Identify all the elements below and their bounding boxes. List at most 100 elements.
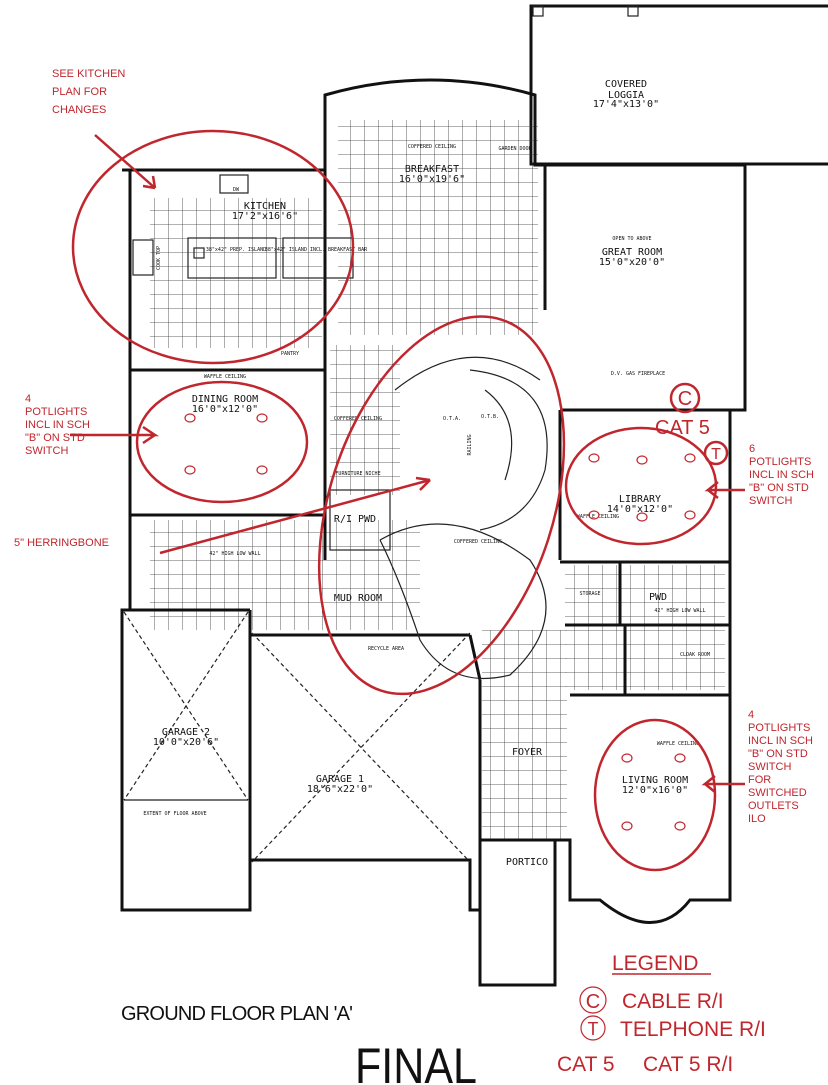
- svg-text:DW: DW: [233, 187, 240, 193]
- svg-text:R/I PWD: R/I PWD: [334, 514, 376, 525]
- svg-text:SWITCH: SWITCH: [748, 761, 791, 773]
- living-potlight-circle: [593, 718, 717, 872]
- cable-symbol: [669, 382, 701, 414]
- legend-cable-label: CABLE R/I: [622, 990, 724, 1013]
- svg-text:"B" ON STD: "B" ON STD: [25, 432, 85, 444]
- svg-text:POTLIGHTS: POTLIGHTS: [25, 406, 87, 418]
- herringbone-note: 5" HERRINGBONE: [14, 537, 109, 549]
- svg-text:17'4"x13'0": 17'4"x13'0": [593, 99, 659, 110]
- hatched-area: [317, 315, 566, 696]
- svg-text:COVERED: COVERED: [605, 79, 647, 90]
- mud-room-label: MUD ROOM: [334, 593, 382, 604]
- svg-text:FOR: FOR: [748, 774, 771, 786]
- portico-label: PORTICO: [506, 857, 548, 868]
- svg-text:RAILING: RAILING: [467, 434, 473, 455]
- svg-text:SWITCH: SWITCH: [749, 495, 792, 507]
- library-note: 6 POTLIGHTS INCL IN SCH "B" ON STD SWITC…: [749, 443, 814, 507]
- garage1-label: GARAGE 1: [316, 774, 364, 785]
- library-label: LIBRARY: [619, 494, 661, 505]
- breakfast-label: BREAKFAST: [405, 164, 459, 175]
- svg-text:LOGGIA: LOGGIA: [608, 90, 644, 101]
- svg-text:WAFFLE CEILING: WAFFLE CEILING: [657, 741, 699, 747]
- svg-text:INCL IN SCH: INCL IN SCH: [25, 419, 90, 431]
- svg-text:6: 6: [749, 443, 755, 455]
- cat5-label: CAT 5: [655, 417, 710, 439]
- svg-text:O.T.A.: O.T.A.: [443, 416, 461, 422]
- svg-text:12'0"x16'0": 12'0"x16'0": [622, 785, 688, 796]
- svg-text:CHANGES: CHANGES: [52, 104, 106, 116]
- dining-potlights: [184, 413, 268, 475]
- svg-text:T: T: [711, 446, 721, 463]
- svg-text:38"x42" PREP. ISLAND: 38"x42" PREP. ISLAND: [206, 247, 266, 253]
- living-note: 4 POTLIGHTS INCL IN SCH "B" ON STD SWITC…: [748, 709, 813, 825]
- dining-arrow: [70, 425, 160, 445]
- svg-text:PLAN FOR: PLAN FOR: [52, 86, 107, 98]
- library-arrow: [704, 481, 745, 499]
- svg-text:"B" ON STD: "B" ON STD: [749, 482, 809, 494]
- kitchen-arrow: [94, 134, 157, 190]
- kitchen-note: SEE KITCHEN PLAN FOR CHANGES: [52, 68, 125, 116]
- svg-text:ILO: ILO: [748, 813, 766, 825]
- svg-text:15'0"x20'0": 15'0"x20'0": [599, 257, 665, 268]
- svg-text:17'2"x16'6": 17'2"x16'6": [232, 211, 298, 222]
- red-markups: C T CAT 5: [70, 129, 745, 872]
- great-room-label: GREAT ROOM: [602, 247, 662, 258]
- library-potlights: [588, 453, 696, 522]
- library-potlight-circle: [564, 426, 718, 546]
- exterior-wall: [120, 78, 747, 987]
- svg-text:"B" ON STD: "B" ON STD: [748, 748, 808, 760]
- svg-text:16'0"x19'6": 16'0"x19'6": [399, 174, 465, 185]
- legend-cable-symbol: C: [586, 991, 600, 1013]
- svg-text:SWITCHED: SWITCHED: [748, 787, 807, 799]
- tile-floors: [150, 120, 725, 840]
- staircase: [379, 356, 548, 679]
- living-arrow: [701, 775, 745, 793]
- kitchen-fixtures: 38"x42" PREP. ISLAND 38"x42" ISLAND INCL…: [132, 174, 368, 357]
- svg-text:D.V. GAS FIREPLACE: D.V. GAS FIREPLACE: [611, 371, 665, 377]
- svg-text:SEE KITCHEN: SEE KITCHEN: [52, 68, 125, 80]
- svg-text:42" HIGH LOW WALL: 42" HIGH LOW WALL: [654, 608, 705, 614]
- svg-text:FURNITURE NICHE: FURNITURE NICHE: [335, 471, 380, 477]
- kitchen-circle: [71, 129, 355, 365]
- svg-text:OUTLETS: OUTLETS: [748, 800, 799, 812]
- svg-text:OPEN TO ABOVE: OPEN TO ABOVE: [612, 236, 651, 242]
- living-potlights: [621, 753, 686, 831]
- final-stamp: FINAL: [355, 1038, 477, 1085]
- legend: LEGEND C CABLE R/I T TELPHONE R/I CAT 5 …: [557, 952, 766, 1076]
- svg-text:COFFERED CEILING: COFFERED CEILING: [454, 539, 502, 545]
- svg-text:INCL IN SCH: INCL IN SCH: [749, 469, 814, 481]
- svg-text:WAFFLE CEILING: WAFFLE CEILING: [204, 374, 246, 380]
- svg-text:POTLIGHTS: POTLIGHTS: [749, 456, 811, 468]
- svg-text:16'0"x12'0": 16'0"x12'0": [192, 404, 258, 415]
- garage2-label: GARAGE 2: [162, 727, 210, 738]
- dining-label: DINING ROOM: [192, 394, 258, 405]
- svg-text:PANTRY: PANTRY: [281, 351, 299, 357]
- legend-telephone-label: TELPHONE R/I: [620, 1018, 766, 1041]
- herringbone-arrow: [159, 476, 431, 555]
- svg-text:42" HIGH LOW WALL: 42" HIGH LOW WALL: [209, 551, 260, 557]
- svg-text:C: C: [678, 388, 692, 410]
- svg-text:4: 4: [25, 393, 31, 405]
- legend-cat5-symbol: CAT 5: [557, 1053, 615, 1076]
- svg-text:STORAGE: STORAGE: [579, 591, 600, 597]
- dining-potlight-circle: [135, 380, 309, 504]
- legend-cat5-label: CAT 5 R/I: [643, 1053, 733, 1076]
- svg-text:POTLIGHTS: POTLIGHTS: [748, 722, 810, 734]
- dining-note: 4 POTLIGHTS INCL IN SCH "B" ON STD SWITC…: [25, 393, 90, 457]
- svg-text:EXTENT OF FLOOR ABOVE: EXTENT OF FLOOR ABOVE: [143, 811, 206, 817]
- svg-text:RECYCLE AREA: RECYCLE AREA: [368, 646, 404, 652]
- svg-text:10'0"x20'6": 10'0"x20'6": [153, 737, 219, 748]
- svg-text:COOK TOP: COOK TOP: [156, 246, 162, 270]
- svg-text:38"x42" ISLAND INCL. BREAKFAST: 38"x42" ISLAND INCL. BREAKFAST BAR: [265, 247, 368, 253]
- svg-text:SWITCH: SWITCH: [25, 445, 68, 457]
- svg-text:14'0"x12'0": 14'0"x12'0": [607, 504, 673, 515]
- svg-text:GARDEN DOOR: GARDEN DOOR: [498, 146, 532, 152]
- svg-text:COFFERED CEILING: COFFERED CEILING: [408, 144, 456, 150]
- plan-title: GROUND FLOOR PLAN 'A': [121, 1003, 353, 1025]
- svg-text:18'6"x22'0": 18'6"x22'0": [307, 784, 373, 795]
- kitchen-label: KITCHEN: [244, 201, 286, 212]
- svg-text:O.T.B.: O.T.B.: [481, 414, 499, 420]
- covered-loggia: COVERED LOGGIA 17'4"x13'0": [529, 4, 828, 166]
- legend-title: LEGEND: [612, 952, 698, 975]
